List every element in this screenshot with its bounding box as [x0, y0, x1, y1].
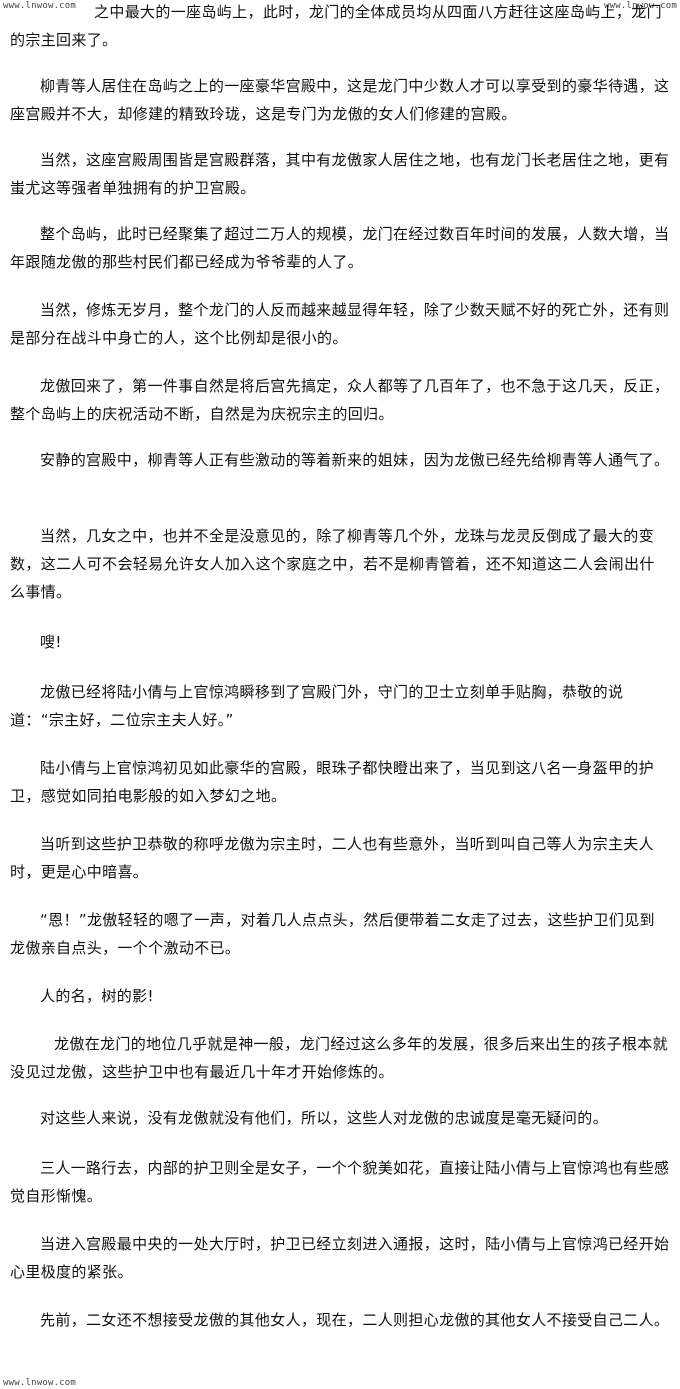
paragraph: 安静的宫殿中，柳青等人正有些激动的等着新来的姐妹，因为龙傲已经先给柳青等人通气了…: [40, 451, 670, 469]
paragraph: 对这些人来说，没有龙傲就没有他们，所以，这些人对龙傲的忠诚度是毫无疑问的。: [40, 1109, 608, 1127]
paragraph: 当然，修炼无岁月，整个龙门的人反而越来越显得年轻，除了少数天赋不好的死亡外，还有…: [10, 301, 670, 347]
paragraph: 当进入宫殿最中央的一处大厅时，护卫已经立刻进入通报，这时，陆小倩与上官惊鸿已经开…: [10, 1235, 670, 1281]
paragraph: 当然，这座宫殿周围皆是宫殿群落，其中有龙傲家人居住之地，也有龙门长老居住之地，更…: [10, 151, 670, 197]
paragraph: 柳青等人居住在岛屿之上的一座豪华宫殿中，这是龙门中少数人才可以享受到的豪华待遇，…: [10, 77, 670, 123]
watermark-top-right: www.lnwow.com: [603, 1, 677, 11]
watermark-bottom-left: www.lnwow.com: [3, 1378, 77, 1388]
paragraph: 当然，几女之中，也并不全是没意见的，除了柳青等几个外，龙珠与龙灵反倒成了最大的变…: [10, 527, 655, 601]
paragraph: 龙傲已经将陆小倩与上官惊鸿瞬移到了宫殿门外，守门的卫士立刻单手贴胸，恭敬的说道：…: [10, 683, 624, 729]
paragraph: 人的名，树的影!: [40, 987, 154, 1005]
paragraph: 当听到这些护卫恭敬的称呼龙傲为宗主时，二人也有些意外，当听到叫自己等人为宗主夫人…: [10, 835, 655, 881]
paragraph: 先前，二女还不想接受龙傲的其他女人，现在，二人则担心龙傲的其他女人不接受自己二人…: [40, 1311, 670, 1329]
paragraph: 龙傲在龙门的地位几乎就是神一般，龙门经过这么多年的发展，很多后来出生的孩子根本就…: [10, 1035, 669, 1081]
paragraph: 整个岛屿，此时已经聚集了超过二万人的规模，龙门在经过数百年时间的发展，人数大增，…: [10, 225, 670, 271]
paragraph: 龙傲回来了，第一件事自然是将后宫先搞定，众人都等了几百年了，也不急于这几天，反正…: [10, 377, 670, 423]
paragraph: 三人一路行去，内部的护卫则全是女子，一个个貌美如花，直接让陆小倩与上官惊鸿也有些…: [10, 1159, 670, 1205]
paragraph: 陆小倩与上官惊鸿初见如此豪华的宫殿，眼珠子都快瞪出来了，当见到这八名一身盔甲的护…: [10, 759, 655, 805]
watermark-top-left: www.lnwow.com: [3, 1, 77, 11]
paragraph: 嗖!: [40, 633, 62, 651]
paragraph: 之中最大的一座岛屿上，此时，龙门的全体成员均从四面八方赶往这座岛屿上，龙门的宗主…: [10, 3, 662, 49]
paragraph: “恩！”龙傲轻轻的嗯了一声，对着几人点点头，然后便带着二女走了过去，这些护卫们见…: [10, 911, 655, 957]
